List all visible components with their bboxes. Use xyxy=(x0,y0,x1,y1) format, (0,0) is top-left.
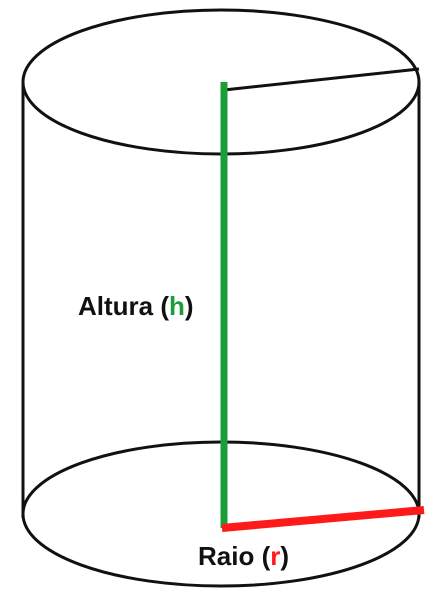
height-symbol: h xyxy=(169,291,185,321)
radius-symbol: r xyxy=(270,541,280,571)
height-label-suffix: ) xyxy=(185,291,194,321)
height-label-prefix: Altura ( xyxy=(78,291,169,321)
radius-label-prefix: Raio ( xyxy=(198,541,271,571)
radius-label-suffix: ) xyxy=(280,541,289,571)
top-radius-line xyxy=(223,67,420,92)
height-label: Altura (h) xyxy=(78,291,194,321)
radius-line xyxy=(221,506,425,532)
radius-label: Raio (r) xyxy=(198,541,289,571)
